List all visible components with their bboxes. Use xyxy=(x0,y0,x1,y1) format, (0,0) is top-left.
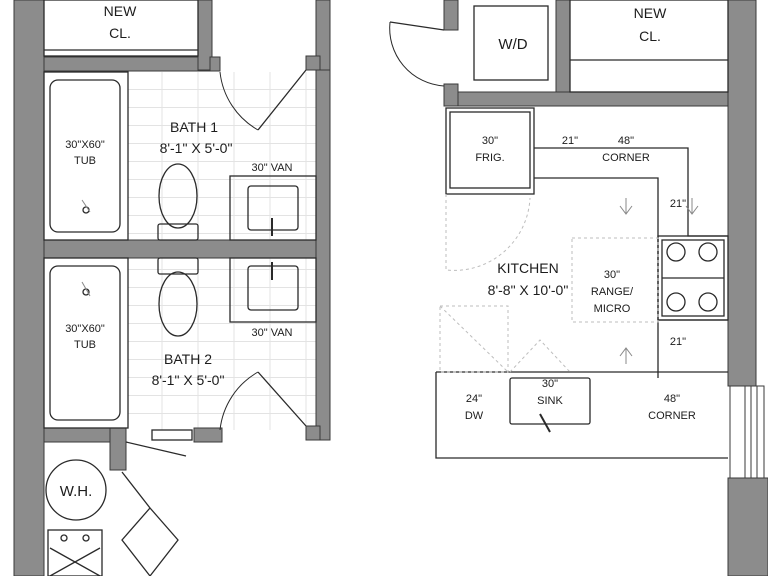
bath1-toilet-tank xyxy=(157,223,199,241)
bath2-dims: 8'-1" X 5'-0" xyxy=(152,372,225,388)
refrigerator xyxy=(445,107,535,195)
refrigerator-inner xyxy=(449,111,531,189)
cab-21-top: 21" xyxy=(562,135,578,147)
fridge-door-swing xyxy=(445,194,531,271)
fridge-size: 30" xyxy=(482,135,498,147)
washer-dryer-label: W/D xyxy=(498,36,527,53)
bath2-tub-label: TUB xyxy=(74,339,96,351)
bath1-tub-size: 30"X60" xyxy=(65,139,105,151)
bath1-tub xyxy=(43,71,129,241)
corner-bottom-label: CORNER xyxy=(648,410,696,422)
bath1-bath2-partition xyxy=(43,239,317,259)
corner-top-label: CORNER xyxy=(602,152,650,164)
range-size: 30" xyxy=(604,269,620,281)
wd-left-wall xyxy=(443,0,459,31)
bath1-door-swing xyxy=(219,71,259,131)
bath1-floor-tile xyxy=(128,72,316,240)
bath-right-wall xyxy=(315,69,331,441)
wd-door-leaf xyxy=(389,21,445,31)
closet-left-label: NEW xyxy=(104,3,137,19)
dw-door-diag xyxy=(439,305,509,373)
burner-4 xyxy=(698,292,718,312)
left-exterior-wall xyxy=(13,0,45,576)
bath2-tub-inner xyxy=(49,265,121,421)
washer-dryer xyxy=(473,5,549,81)
kitchen-sink xyxy=(509,377,591,425)
wd-left-wall-low xyxy=(443,83,459,107)
bath1-door-leaf xyxy=(257,69,307,131)
closet-right-label: NEW xyxy=(634,5,667,21)
burner-1 xyxy=(666,242,686,262)
bath2-vanity-label: 30" VAN xyxy=(252,327,293,339)
dw-size: 24" xyxy=(466,393,482,405)
dw-label: DW xyxy=(465,410,484,422)
bath2-vanity xyxy=(229,257,317,323)
bath1-vanity xyxy=(229,175,317,241)
closet-left-label-2: CL. xyxy=(109,25,131,41)
bath1-tub-inner xyxy=(49,79,121,233)
left-closet-shelf xyxy=(43,0,199,57)
wd-door-swing xyxy=(389,21,445,87)
bath1-toilet-bowl xyxy=(158,163,198,229)
corner-top-size: 48" xyxy=(618,135,634,147)
bath2-door-jamb xyxy=(305,425,321,441)
fridge-label: FRIG. xyxy=(475,152,504,164)
burner-3 xyxy=(666,292,686,312)
electric-panel-x2 xyxy=(49,547,101,576)
bath2-pocket-door xyxy=(125,441,187,457)
arrow-range xyxy=(619,347,633,364)
dw-door-outline xyxy=(439,305,509,373)
cab-21-right-top: 21" xyxy=(670,198,686,210)
right-exterior-wall-bottom xyxy=(727,477,768,576)
bath2-bottom-wall-right xyxy=(193,427,223,443)
sink-faucet xyxy=(539,413,551,433)
bath-right-wall-jamb xyxy=(305,55,321,71)
closet2-left-wall xyxy=(555,0,571,95)
bath1-vanity-label: 30" VAN xyxy=(252,162,293,174)
closet-bottom-wall xyxy=(43,56,221,72)
right-window xyxy=(729,385,765,479)
wd-bottom-wall xyxy=(443,91,729,107)
corner-bottom-size: 48" xyxy=(664,393,680,405)
bath2-title: BATH 2 xyxy=(164,351,212,367)
bath1-tub-label: TUB xyxy=(74,155,96,167)
bath2-floor-tile xyxy=(128,258,316,430)
electric-panel xyxy=(47,529,103,576)
right-closet xyxy=(569,0,729,93)
sink-size: 30" xyxy=(542,378,558,390)
electric-panel-dot-2 xyxy=(82,534,90,542)
arrow-fridge xyxy=(619,198,633,215)
faucet-b2-a xyxy=(81,281,91,297)
faucet-b1-a xyxy=(81,199,91,213)
sink-label: SINK xyxy=(537,395,563,407)
range-label: RANGE/ xyxy=(591,286,634,298)
closet-right-post xyxy=(209,56,221,72)
bath2-tub-size: 30"X60" xyxy=(65,323,105,335)
bath2-door-swing xyxy=(219,371,259,431)
bath1-title: BATH 1 xyxy=(170,119,218,135)
range-label-2: MICRO xyxy=(594,303,631,315)
bath2-tub xyxy=(43,257,129,429)
bath2-door-leaf xyxy=(257,371,307,427)
bath2-toilet-tank xyxy=(157,257,199,275)
bath2-bottom-vent xyxy=(151,429,193,441)
cabinet-door-swing xyxy=(509,339,571,373)
bath2-toilet-bowl xyxy=(158,271,198,337)
utility-bifold-door xyxy=(121,471,179,576)
kitchen-title: KITCHEN xyxy=(497,260,558,276)
water-heater-label: W.H. xyxy=(60,483,93,500)
closet-right-label-2: CL. xyxy=(639,28,661,44)
bath2-bottom-wall-mid xyxy=(109,427,127,471)
kitchen-dims: 8'-8" X 10'-0" xyxy=(488,282,569,298)
right-exterior-wall-top xyxy=(727,0,757,387)
upper-counter xyxy=(534,147,728,378)
water-heater xyxy=(45,459,107,521)
electric-panel-dot-1 xyxy=(60,534,68,542)
kitchen-range-hood-outline xyxy=(571,237,659,323)
arrow-cab xyxy=(685,198,699,215)
bath1-dims: 8'-1" X 5'-0" xyxy=(160,140,233,156)
burner-2 xyxy=(698,242,718,262)
cab-21-right-bottom: 21" xyxy=(670,336,686,348)
